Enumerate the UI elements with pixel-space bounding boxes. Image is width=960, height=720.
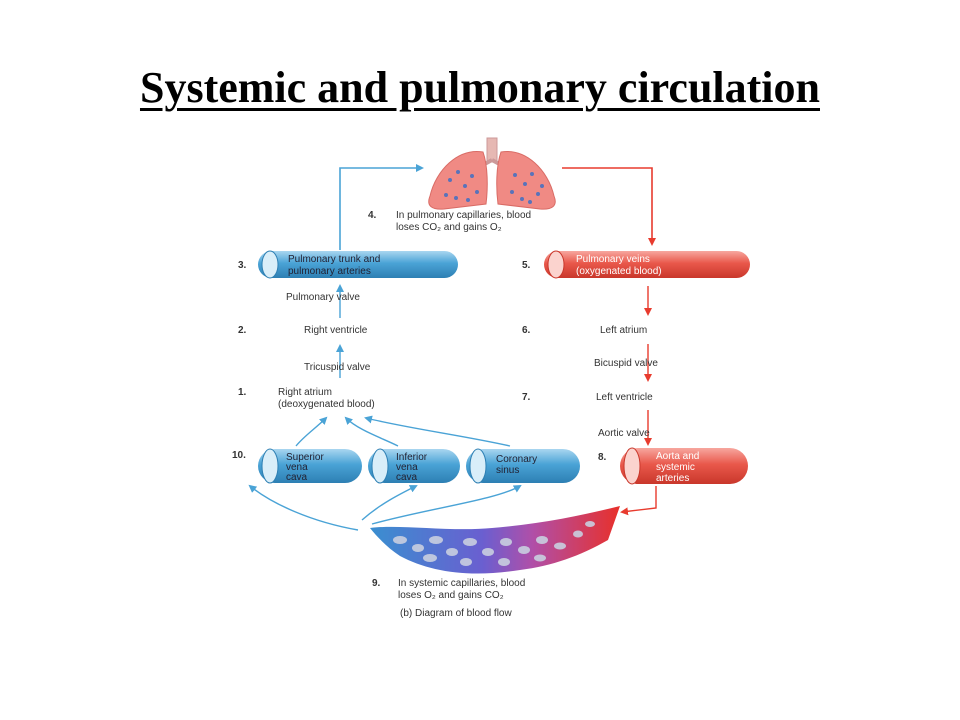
step-7-number: 7. <box>522 392 531 403</box>
arrow-from-lungs <box>562 167 656 246</box>
step-5-label-2: (oxygenated blood) <box>576 266 662 277</box>
systemic-capillary-bed <box>370 506 620 574</box>
tricuspid-valve-label: Tricuspid valve <box>304 362 371 373</box>
step-7-label: Left ventricle <box>596 392 653 403</box>
pulmonary-valve-label: Pulmonary valve <box>286 292 360 303</box>
coronary-sinus-label: Coronary <box>496 454 537 465</box>
arrow-cs-to-ra <box>364 415 511 447</box>
inferior-vena-cava-label-3: cava <box>396 472 418 483</box>
superior-vena-cava-vessel <box>258 448 362 484</box>
step-9-label: In systemic capillaries, blood <box>398 578 525 589</box>
superior-vena-cava-label-2: vena <box>286 462 308 473</box>
arrow-to-lungs <box>339 164 424 250</box>
arrow-ivc-to-ra <box>344 416 399 447</box>
arrow-cap-to-svc <box>248 484 359 531</box>
aortic-valve-label: Aortic valve <box>598 428 650 439</box>
step-3-label-2: pulmonary arteries <box>288 266 371 277</box>
inferior-vena-cava-label-2: vena <box>396 462 418 473</box>
step-9-label-2: loses O₂ and gains CO₂ <box>398 590 504 601</box>
lungs-illustration <box>428 137 556 210</box>
step-1-number: 1. <box>238 387 247 398</box>
coronary-sinus-vessel <box>466 448 580 484</box>
step-4-number: 4. <box>368 210 377 221</box>
step-1-label-2: (deoxygenated blood) <box>278 399 375 410</box>
step-1-label: Right atrium <box>278 387 332 398</box>
inferior-vena-cava-vessel <box>368 448 460 484</box>
superior-vena-cava-label: Superior <box>286 452 324 463</box>
step-10-number: 10. <box>232 450 246 461</box>
arrow-svc-to-ra <box>295 416 328 447</box>
step-8-label-3: arteries <box>656 473 689 484</box>
arrow-cap-to-ivc <box>361 485 418 521</box>
pulmonary-trunk-vessel <box>258 250 458 279</box>
aorta-vessel <box>620 447 748 485</box>
bicuspid-valve-label: Bicuspid valve <box>594 358 658 369</box>
step-8-label-2: systemic <box>656 462 695 473</box>
step-8-label: Aorta and <box>656 451 699 462</box>
step-3-label: Pulmonary trunk and <box>288 254 380 265</box>
step-9-number: 9. <box>372 578 381 589</box>
superior-vena-cava-label-3: cava <box>286 472 308 483</box>
inferior-vena-cava-label: Inferior <box>396 452 428 463</box>
step-4-label-2: loses CO₂ and gains O₂ <box>396 222 502 233</box>
arrow-aorta-to-capillaries <box>620 486 657 516</box>
page-title: Systemic and pulmonary circulation <box>139 63 820 112</box>
coronary-sinus-label-2: sinus <box>496 465 519 476</box>
pulmonary-veins-vessel <box>544 250 750 279</box>
arrow-cap-to-cs <box>371 484 522 525</box>
step-5-number: 5. <box>522 260 531 271</box>
figure-caption: (b) Diagram of blood flow <box>400 608 512 619</box>
step-8-number: 8. <box>598 452 607 463</box>
step-4-label: In pulmonary capillaries, blood <box>396 210 531 221</box>
step-6-label: Left atrium <box>600 325 647 336</box>
step-2-label: Right ventricle <box>304 325 368 336</box>
step-3-number: 3. <box>238 260 247 271</box>
step-6-number: 6. <box>522 325 531 336</box>
step-5-label: Pulmonary veins <box>576 254 650 265</box>
step-2-number: 2. <box>238 325 247 336</box>
